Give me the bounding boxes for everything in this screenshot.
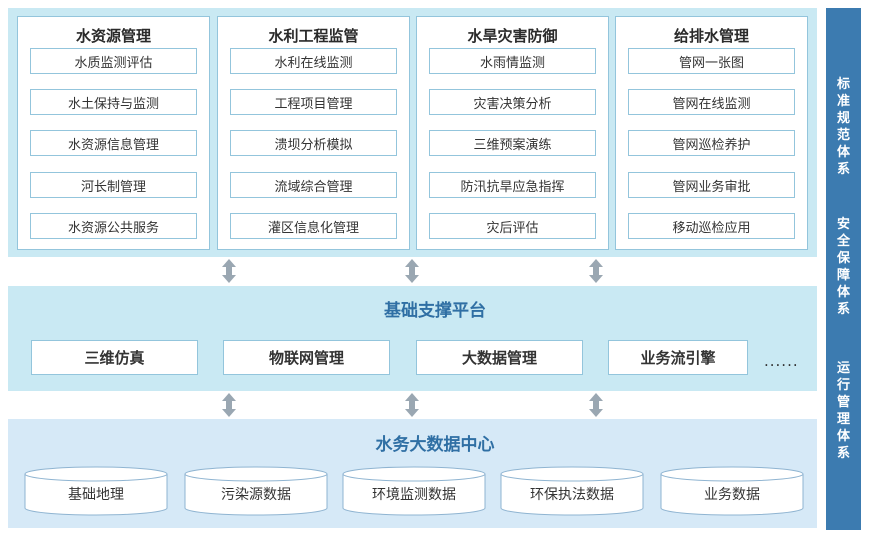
sidebar-char: 障 (836, 268, 850, 283)
sidebar-char: 管 (836, 395, 850, 410)
module-item[interactable]: 移动巡检应用 (628, 213, 795, 239)
module-title: 给排水管理 (673, 27, 749, 45)
sidebar-char: 体 (836, 145, 850, 160)
module-item[interactable]: 河长制管理 (30, 172, 197, 198)
double-arrow-icon (405, 259, 419, 283)
module-item[interactable]: 水雨情监测 (429, 48, 596, 74)
sidebar-char: 标 (836, 77, 850, 92)
module-item[interactable]: 水利在线监测 (230, 48, 397, 74)
module-item[interactable]: 灾害决策分析 (429, 89, 596, 115)
data-center-title: 水务大数据中心 (375, 435, 495, 455)
module-water-engineering: 水利工程监管 水利在线监测 工程项目管理 溃坝分析模拟 流域综合管理 灌区信息化… (217, 16, 410, 250)
sidebar-char: 运 (836, 361, 850, 376)
database-cylinder[interactable]: 环保执法数据 (500, 466, 644, 516)
sidebar-char: 全 (836, 234, 850, 249)
module-item[interactable]: 管网在线监测 (628, 89, 795, 115)
module-item[interactable]: 水质监测评估 (30, 48, 197, 74)
database-label: 污染源数据 (221, 487, 291, 503)
module-item[interactable]: 灌区信息化管理 (230, 213, 397, 239)
sidebar-char: 保 (836, 251, 850, 266)
support-platform-title: 基础支撑平台 (384, 301, 486, 321)
module-item[interactable]: 防汛抗旱应急指挥 (429, 172, 596, 198)
support-item[interactable]: 业务流引擎 (608, 340, 748, 375)
sidebar-char: 规 (836, 111, 850, 126)
module-title: 水旱灾害防御 (467, 27, 558, 45)
module-item[interactable]: 管网一张图 (628, 48, 795, 74)
sidebar-char: 准 (836, 94, 850, 109)
more-ellipsis: ...... (764, 352, 799, 370)
double-arrow-icon (405, 393, 419, 417)
sidebar-char: 系 (836, 302, 850, 317)
module-item[interactable]: 工程项目管理 (230, 89, 397, 115)
sidebar-char: 行 (836, 378, 850, 393)
module-item[interactable]: 灾后评估 (429, 213, 596, 239)
double-arrow-icon (222, 393, 236, 417)
support-item[interactable]: 物联网管理 (223, 340, 390, 375)
module-item[interactable]: 流域综合管理 (230, 172, 397, 198)
module-title: 水资源管理 (75, 27, 151, 45)
sidebar-char: 系 (836, 446, 850, 461)
database-cylinder[interactable]: 环境监测数据 (342, 466, 486, 516)
support-item[interactable]: 大数据管理 (416, 340, 583, 375)
sidebar-char: 体 (836, 285, 850, 300)
module-disaster-defense: 水旱灾害防御 水雨情监测 灾害决策分析 三维预案演练 防汛抗旱应急指挥 灾后评估 (416, 16, 609, 250)
database-label: 环境监测数据 (372, 487, 456, 503)
sidebar-char: 理 (836, 412, 850, 427)
module-item[interactable]: 管网业务审批 (628, 172, 795, 198)
database-cylinder[interactable]: 业务数据 (660, 466, 804, 516)
support-item[interactable]: 三维仿真 (31, 340, 198, 375)
module-item[interactable]: 水资源公共服务 (30, 213, 197, 239)
database-label: 环保执法数据 (530, 487, 614, 503)
module-title: 水利工程监管 (268, 27, 359, 45)
system-sidebar: 标准规范体系 安全保障体系 运行管理体系 (826, 8, 861, 530)
module-item[interactable]: 管网巡检养护 (628, 130, 795, 156)
double-arrow-icon (222, 259, 236, 283)
sidebar-char: 系 (836, 162, 850, 177)
database-cylinder[interactable]: 污染源数据 (184, 466, 328, 516)
sidebar-char: 安 (836, 217, 850, 232)
double-arrow-icon (589, 259, 603, 283)
database-cylinder[interactable]: 基础地理 (24, 466, 168, 516)
sidebar-group-standards: 标准规范体系 (826, 76, 861, 178)
module-item[interactable]: 水土保持与监测 (30, 89, 197, 115)
sidebar-group-security: 安全保障体系 (826, 216, 861, 318)
module-item[interactable]: 溃坝分析模拟 (230, 130, 397, 156)
sidebar-char: 体 (836, 429, 850, 444)
sidebar-char: 范 (836, 128, 850, 143)
sidebar-group-operations: 运行管理体系 (826, 360, 861, 462)
database-label: 基础地理 (68, 487, 124, 503)
module-water-resources: 水资源管理 水质监测评估 水土保持与监测 水资源信息管理 河长制管理 水资源公共… (17, 16, 210, 250)
module-item[interactable]: 水资源信息管理 (30, 130, 197, 156)
double-arrow-icon (589, 393, 603, 417)
database-label: 业务数据 (704, 487, 760, 503)
module-water-supply-drainage: 给排水管理 管网一张图 管网在线监测 管网巡检养护 管网业务审批 移动巡检应用 (615, 16, 808, 250)
module-item[interactable]: 三维预案演练 (429, 130, 596, 156)
